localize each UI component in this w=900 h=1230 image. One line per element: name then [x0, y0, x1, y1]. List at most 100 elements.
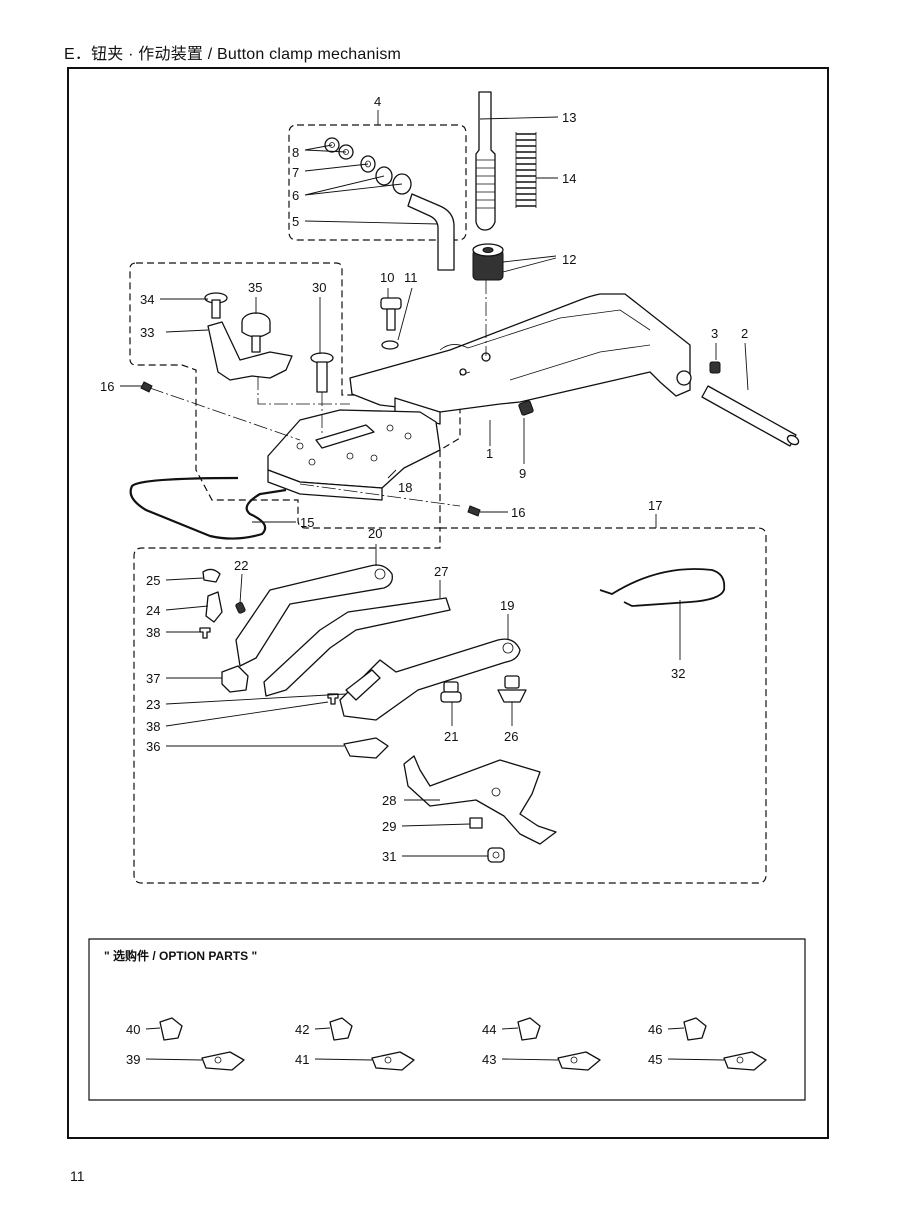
base-plate-end-hole	[676, 370, 692, 386]
callout-16-right: 16	[511, 505, 525, 520]
callout-36: 36	[146, 739, 160, 754]
option-part-41	[371, 1051, 415, 1071]
screw-38-upper	[199, 627, 211, 639]
callout-43: 43	[482, 1052, 496, 1067]
option-part-39	[201, 1051, 245, 1071]
callout-16-left: 16	[100, 379, 114, 394]
set-screw-16-right	[467, 505, 481, 517]
center-line-5	[299, 483, 461, 507]
pin-22	[235, 601, 246, 614]
base-plate-1	[349, 293, 691, 413]
collar-6	[375, 166, 412, 195]
stud-21	[440, 681, 462, 703]
callout-3: 3	[711, 326, 718, 341]
callout-31: 31	[382, 849, 396, 864]
arm-24	[205, 591, 223, 623]
callout-32: 32	[671, 666, 685, 681]
diagram-frame	[67, 67, 829, 1139]
callout-24: 24	[146, 603, 160, 618]
bracket-28	[403, 755, 557, 845]
callout-6: 6	[292, 188, 299, 203]
callout-1: 1	[486, 446, 493, 461]
screw-10	[380, 297, 402, 331]
callout-11: 11	[404, 270, 418, 285]
wire-clip-32	[599, 568, 726, 607]
callout-12: 12	[562, 252, 576, 267]
callout-4: 4	[374, 94, 381, 109]
callout-30: 30	[312, 280, 326, 295]
leader-lines	[120, 110, 749, 1061]
wire-arm-5	[407, 193, 455, 271]
callout-15: 15	[300, 515, 314, 530]
pin-2-end	[786, 434, 800, 446]
lever-19-hole	[502, 642, 514, 654]
stud-26	[497, 675, 527, 703]
callout-37: 37	[146, 671, 160, 686]
feed-plate-18	[267, 409, 441, 489]
callout-13: 13	[562, 110, 576, 125]
callout-22: 22	[234, 558, 248, 573]
clamp-lever-33	[207, 321, 293, 381]
callout-44: 44	[482, 1022, 496, 1037]
callout-34: 34	[140, 292, 154, 307]
set-screw-9	[518, 400, 534, 416]
set-screw-16-left	[140, 381, 153, 393]
callout-27: 27	[434, 564, 448, 579]
base-plate-hole-2	[459, 368, 467, 376]
callout-14: 14	[562, 171, 576, 186]
feed-plate-holes	[296, 424, 412, 466]
callout-9: 9	[519, 466, 526, 481]
screw-29	[469, 817, 483, 829]
option-part-40	[159, 1017, 183, 1041]
assembly-18-boundary	[129, 262, 461, 529]
option-part-44	[517, 1017, 541, 1041]
set-screw-3	[709, 361, 721, 374]
callout-41: 41	[295, 1052, 309, 1067]
callout-35: 35	[248, 280, 262, 295]
callout-20: 20	[368, 526, 382, 541]
page-title: E．钮夹 · 作动装置 / Button clamp mechanism	[64, 46, 402, 63]
callout-33: 33	[140, 325, 154, 340]
callout-40: 40	[126, 1022, 140, 1037]
spring-14	[516, 133, 536, 207]
assembly-17-boundary	[133, 527, 767, 884]
callout-5: 5	[292, 214, 299, 229]
screw-30	[310, 352, 334, 393]
callout-8: 8	[292, 145, 299, 160]
callout-2: 2	[741, 326, 748, 341]
screw-38-lower	[327, 693, 339, 705]
callout-17: 17	[648, 498, 662, 513]
knurled-nut-12	[472, 243, 504, 281]
callout-21: 21	[444, 729, 458, 744]
callout-42: 42	[295, 1022, 309, 1037]
callout-46: 46	[648, 1022, 662, 1037]
callout-29: 29	[382, 819, 396, 834]
callout-39: 39	[126, 1052, 140, 1067]
clamp-23	[345, 669, 381, 701]
page-number: 11	[70, 1168, 85, 1184]
callout-19: 19	[500, 598, 514, 613]
screw-25	[202, 568, 221, 583]
feed-plate-18-side	[267, 469, 383, 501]
callout-28: 28	[382, 793, 396, 808]
option-parts-box	[88, 938, 806, 1101]
callout-26: 26	[504, 729, 518, 744]
option-part-43	[557, 1051, 601, 1071]
bar-27	[263, 597, 451, 697]
spring-14-sides	[515, 132, 537, 208]
callout-10: 10	[380, 270, 394, 285]
clamp-plate-36	[343, 737, 389, 759]
bracket-28-hole	[491, 787, 501, 797]
callout-18: 18	[398, 480, 412, 495]
center-line-2	[257, 376, 350, 405]
callout-7: 7	[292, 165, 299, 180]
option-part-45	[723, 1051, 767, 1071]
clamp-plate-37	[221, 665, 249, 693]
option-part-46	[683, 1017, 707, 1041]
washer-11	[381, 340, 399, 350]
callout-25: 25	[146, 573, 160, 588]
shaft-thread	[476, 159, 495, 209]
screw-34	[204, 292, 228, 319]
lever-20	[235, 564, 393, 667]
